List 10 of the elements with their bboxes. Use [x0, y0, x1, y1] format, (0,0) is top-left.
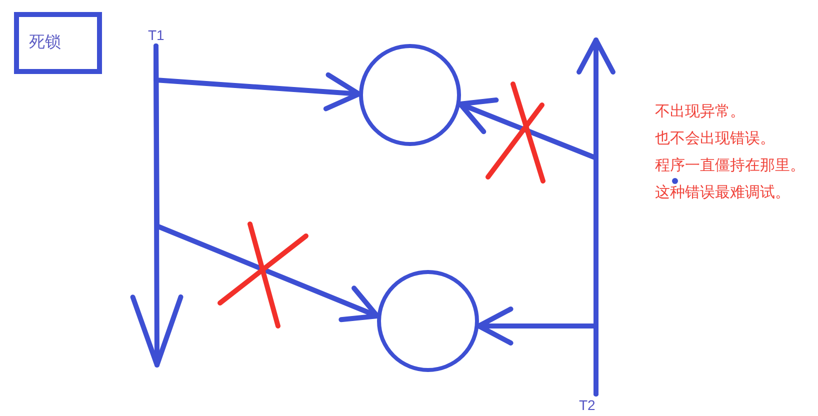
arrow	[154, 44, 380, 322]
thread-label: T1	[148, 27, 164, 43]
note-text: 也不会出现错误。	[655, 129, 775, 149]
note-text: 不出现异常。	[655, 102, 745, 122]
note-text: 这种错误最难调试。	[655, 183, 790, 203]
note-text: 程序一直僵持在那里。	[655, 156, 805, 176]
title-box	[14, 12, 102, 74]
thread-label: T2	[579, 397, 596, 413]
arrow	[476, 306, 598, 396]
title-text: 死锁	[29, 33, 61, 53]
